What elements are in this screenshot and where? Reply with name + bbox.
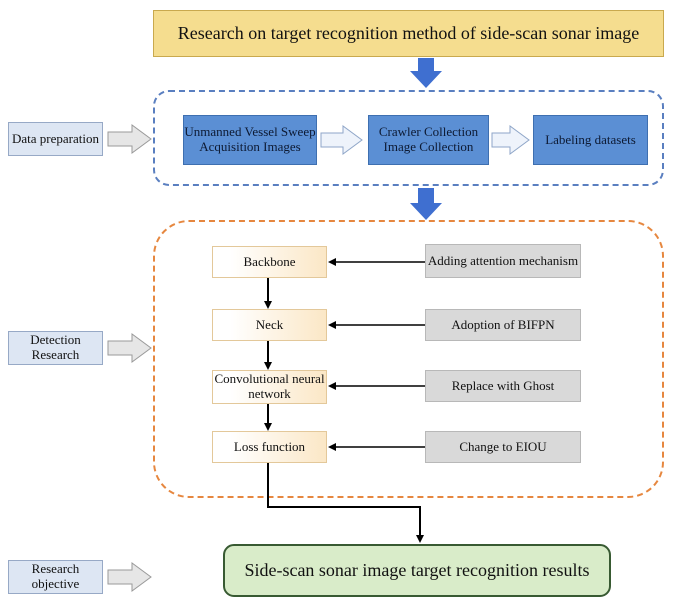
side-arrow-objective [107,562,152,592]
improvement-attention: Adding attention mechanism [425,244,581,278]
label-data-preparation: Data preparation [8,122,103,156]
down-arrow-1 [410,58,442,88]
step-arrow-2 [491,125,530,155]
component-neck: Neck [212,309,327,341]
detection-research-group [153,220,664,498]
final-result: Side-scan sonar image target recognition… [223,544,611,597]
component-backbone: Backbone [212,246,327,278]
improvement-bifpn: Adoption of BIFPN [425,309,581,341]
step-labeling-datasets: Labeling datasets [533,115,648,165]
improvement-ghost: Replace with Ghost [425,370,581,402]
improvement-eiou: Change to EIOU [425,431,581,463]
step-arrow-1 [320,125,363,155]
label-research-objective: Research objective [8,560,103,594]
down-arrow-2 [410,188,442,220]
step-image-acquisition: Unmanned Vessel Sweep Acquisition Images [183,115,317,165]
component-loss-function: Loss function [212,431,327,463]
side-arrow-data-prep [107,124,152,154]
data-preparation-group [153,90,664,186]
component-cnn: Convolutional neural network [212,370,327,404]
side-arrow-detection [107,333,152,363]
link-loss-result [267,463,424,543]
label-detection-research: Detection Research [8,331,103,365]
step-crawler-collection: Crawler Collection Image Collection [368,115,489,165]
diagram-title: Research on target recognition method of… [153,10,664,57]
